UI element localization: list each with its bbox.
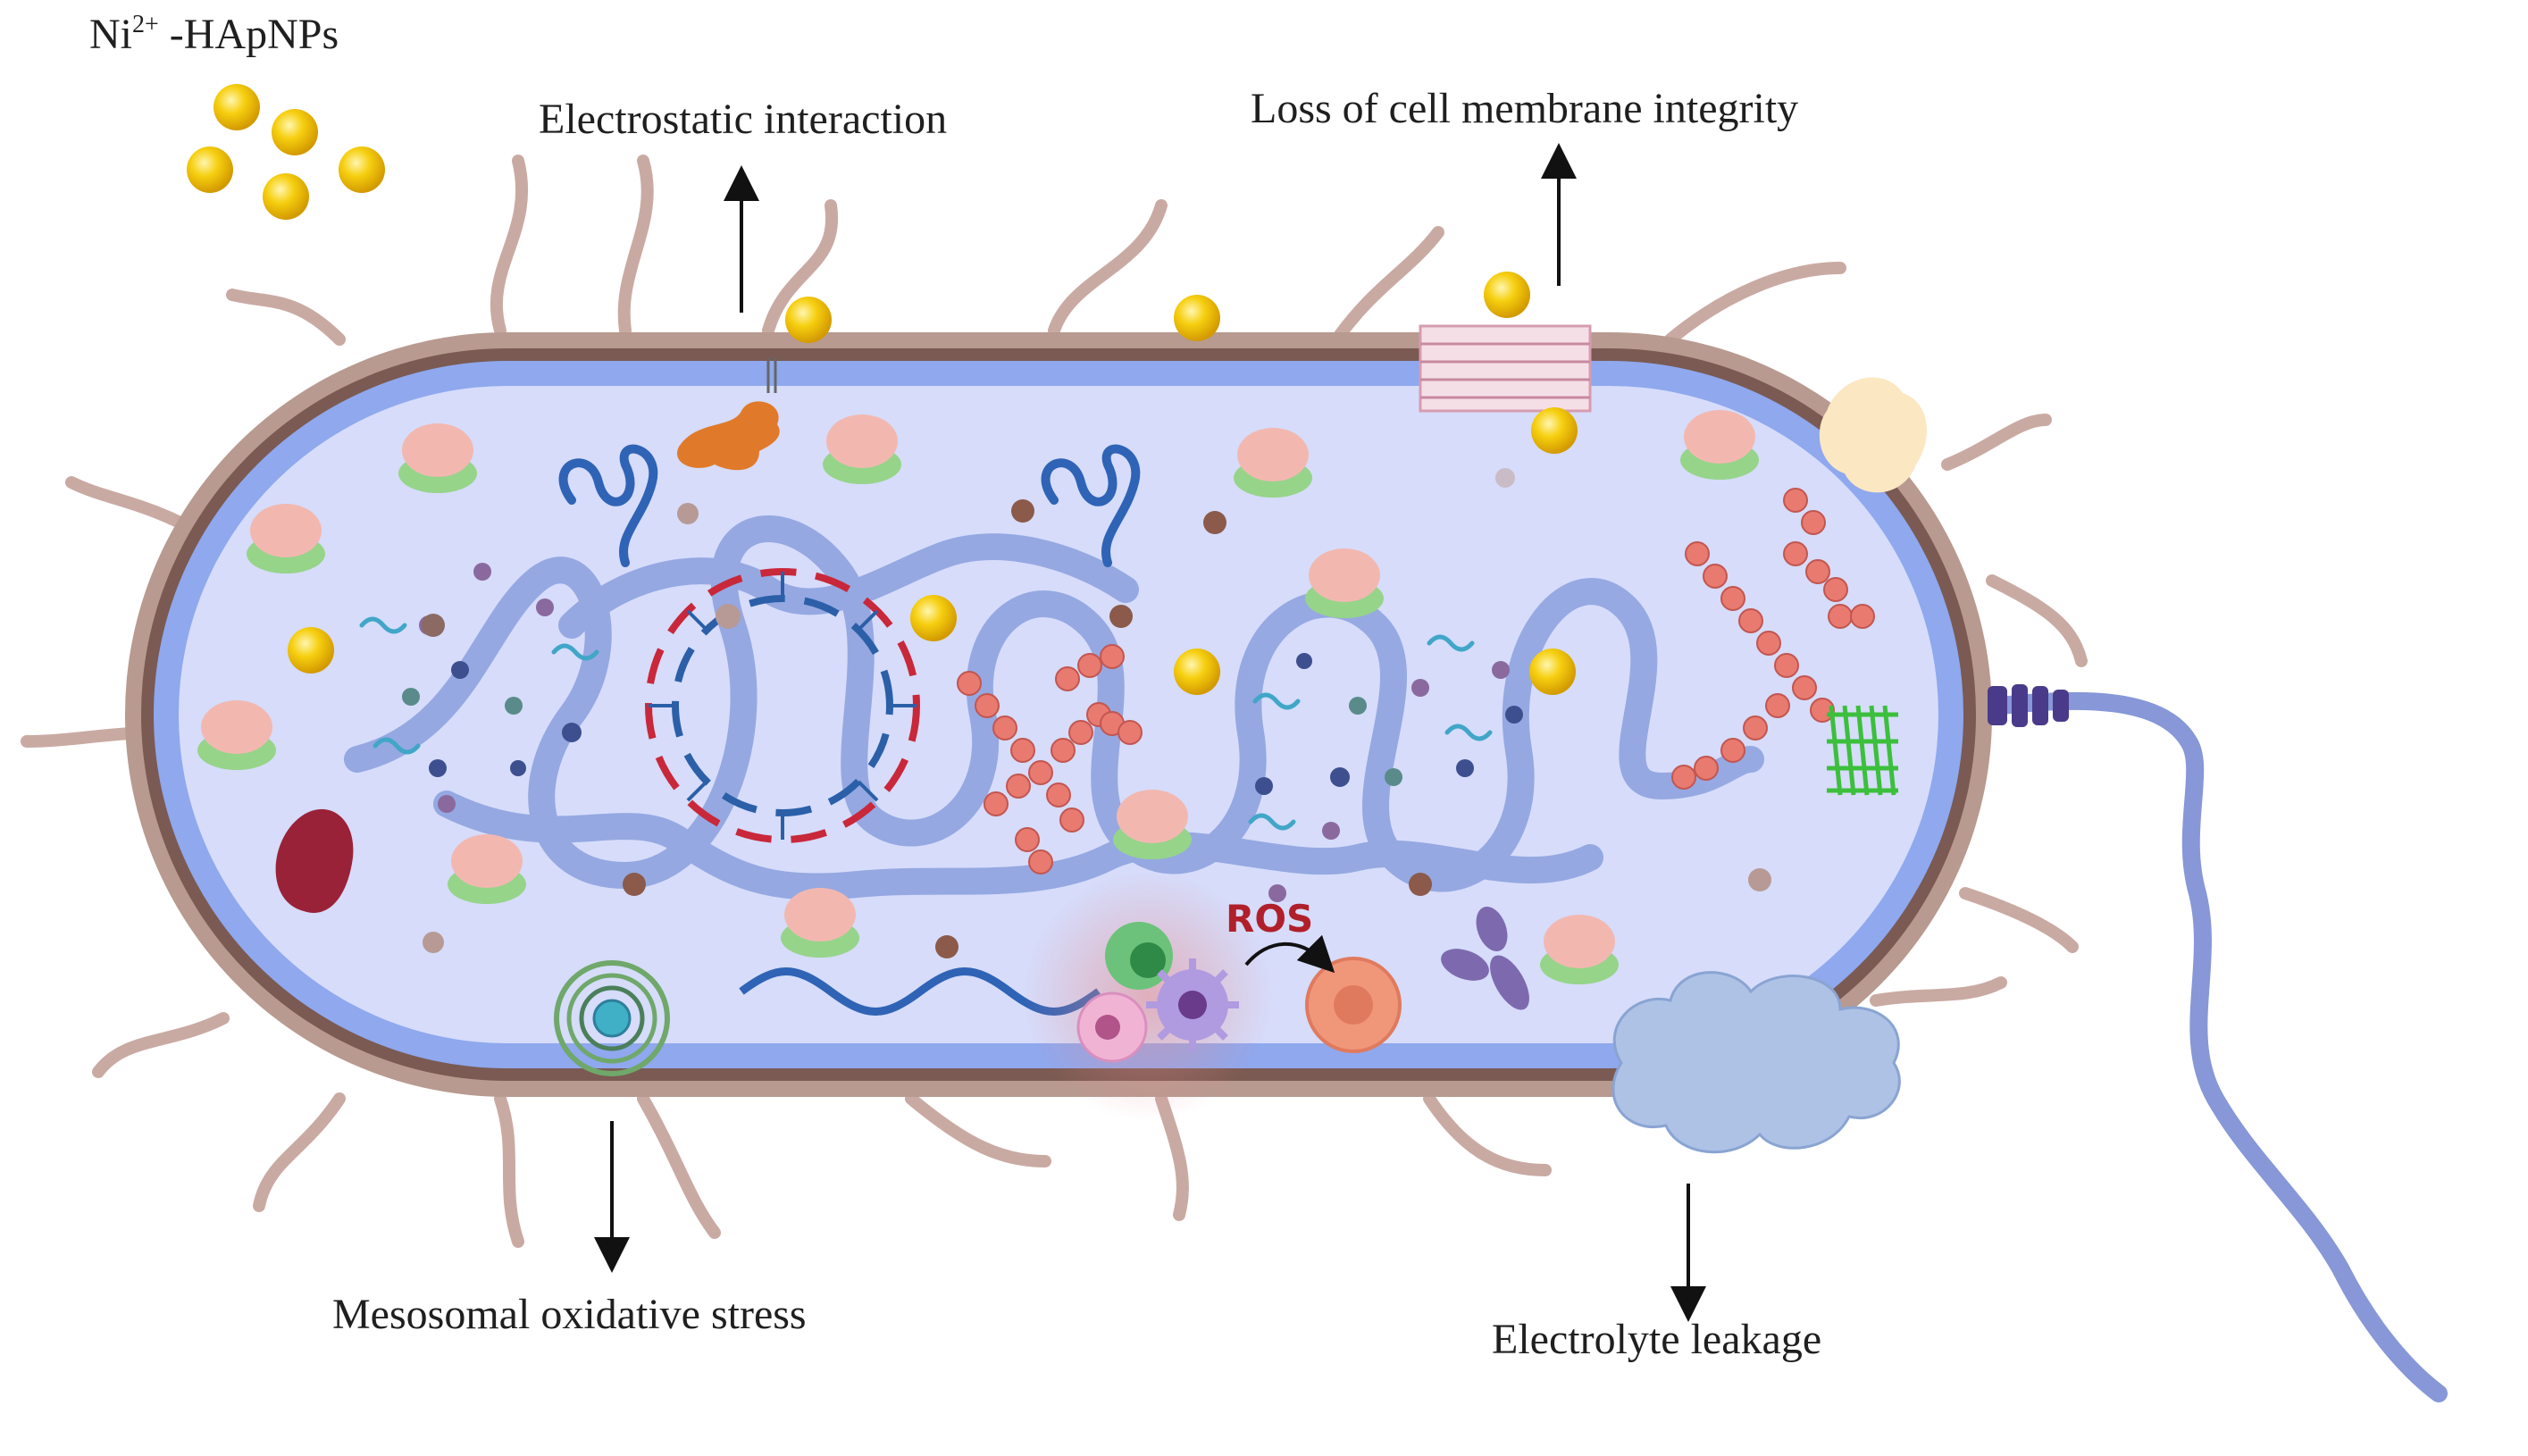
- ros-glow: [1023, 871, 1273, 1121]
- ribosomes: [197, 410, 1759, 984]
- electrostatic-interaction-label: Electrostatic interaction: [539, 96, 948, 143]
- electrolyte-leakage-label: Electrolyte leakage: [1492, 1316, 1822, 1363]
- np-label-base: Ni: [89, 11, 132, 58]
- nucleoid-dna-loops: [344, 515, 1764, 900]
- membrane-receptor: [677, 357, 780, 471]
- mesosome: [554, 960, 670, 1076]
- immune-cells: [1076, 922, 1402, 1063]
- electrolyte-cloud: [1611, 971, 1901, 1154]
- polymer-chains: [957, 488, 1875, 874]
- plasmid-dna: [645, 568, 920, 843]
- transporter-barrel: [1827, 705, 1898, 796]
- rna-fragments: [359, 616, 1493, 831]
- membrane-integrity-loss-label: Loss of cell membrane integrity: [1251, 85, 1799, 132]
- label-arrows: [594, 143, 1706, 1322]
- ros-arrow: [1244, 934, 1335, 974]
- antibody-protein: [1441, 906, 1529, 1010]
- damaged-membrane-patch: [1419, 324, 1592, 413]
- nanoparticle-label: Ni2+ -HApNPs: [89, 13, 339, 56]
- flagellum: [1988, 684, 2448, 1402]
- mesosomal-oxidative-stress-label: Mesosomal oxidative stress: [332, 1291, 807, 1338]
- protein-coils: [558, 444, 1141, 567]
- np-label-charge: 2+: [132, 11, 159, 38]
- inclusion-body: [275, 808, 354, 913]
- ros-label: ROS: [1226, 897, 1314, 941]
- nanoparticles: [187, 84, 1578, 695]
- surface-protein-blob: [1819, 377, 1927, 493]
- np-label-rest: -HApNPs: [158, 11, 339, 58]
- cytoplasmic-granules: [422, 468, 1771, 958]
- fimbriae: [21, 155, 2088, 1248]
